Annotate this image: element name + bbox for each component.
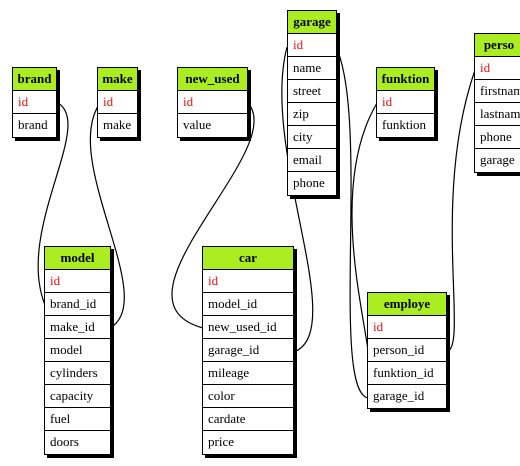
- field-model-doors: doors: [50, 434, 79, 449]
- field-person-lastname: lastnam: [475, 103, 520, 126]
- field-employe-garage-id: garage_id: [373, 388, 425, 403]
- field-model-brand-id: brand_id: [45, 293, 110, 316]
- field-car-garage-id: garage_id: [203, 339, 293, 362]
- field-funktion-id: id: [377, 91, 434, 114]
- field-person-garage: garage: [480, 152, 515, 167]
- field-employe-person-id: person_id: [368, 339, 446, 362]
- field-garage-street: street: [288, 80, 336, 103]
- table-employe: employe id person_id funktion_id garage_…: [367, 292, 447, 409]
- field-car-price: price: [208, 434, 234, 449]
- field-garage-name: name: [288, 57, 336, 80]
- field-car-color: color: [203, 385, 293, 408]
- field-car-model-id: model_id: [203, 293, 293, 316]
- field-model-id: id: [45, 270, 110, 293]
- table-model: model id brand_id make_id model cylinder…: [44, 246, 111, 455]
- field-car-new-used-id: new_used_id: [203, 316, 293, 339]
- field-car-mileage: mileage: [203, 362, 293, 385]
- table-employe-title: employe: [368, 293, 446, 316]
- field-employe-id: id: [368, 316, 446, 339]
- field-new-used-value: value: [183, 117, 212, 132]
- link-garage-employe: [335, 46, 369, 399]
- field-person-firstname: firstnam: [475, 80, 520, 103]
- field-model-model: model: [45, 339, 110, 362]
- field-car-id: id: [203, 270, 293, 293]
- table-garage-title: garage: [288, 11, 336, 34]
- field-make-make: make: [103, 117, 132, 132]
- table-new-used-title: new_used: [178, 68, 247, 91]
- field-garage-city: city: [288, 126, 336, 149]
- field-garage-id: id: [288, 34, 336, 57]
- table-model-title: model: [45, 247, 110, 270]
- table-make: make id make: [97, 67, 138, 138]
- field-garage-email: email: [288, 149, 336, 172]
- link-new-used-car: [171, 102, 255, 329]
- table-make-title: make: [98, 68, 137, 91]
- field-person-phone: phone: [475, 126, 520, 149]
- link-person-employe: [445, 69, 476, 353]
- table-new-used: new_used id value: [177, 67, 248, 138]
- table-person: perso id firstnam lastnam phone garage: [474, 33, 520, 173]
- field-car-cardate: cardate: [203, 408, 293, 431]
- table-car-title: car: [203, 247, 293, 270]
- field-brand-brand: brand: [18, 117, 48, 132]
- field-new-used-id: id: [178, 91, 247, 114]
- table-funktion: funktion id funktion: [376, 67, 435, 138]
- field-garage-zip: zip: [288, 103, 336, 126]
- table-person-title: perso: [475, 34, 520, 57]
- field-model-capacity: capacity: [45, 385, 110, 408]
- field-employe-funktion-id: funktion_id: [368, 362, 446, 385]
- field-garage-phone: phone: [293, 175, 325, 190]
- field-model-cylinders: cylinders: [45, 362, 110, 385]
- table-car: car id model_id new_used_id garage_id mi…: [202, 246, 294, 455]
- field-make-id: id: [98, 91, 137, 114]
- field-model-fuel: fuel: [45, 408, 110, 431]
- table-garage: garage id name street zip city email pho…: [287, 10, 337, 196]
- table-brand: brand id brand: [12, 67, 57, 138]
- field-model-make-id: make_id: [45, 316, 110, 339]
- link-brand-model: [37, 102, 69, 306]
- table-brand-title: brand: [13, 68, 56, 91]
- link-make-model: [89, 102, 125, 329]
- field-funktion-funktion: funktion: [382, 117, 427, 132]
- field-brand-id: id: [13, 91, 56, 114]
- table-funktion-title: funktion: [377, 68, 434, 91]
- field-person-id: id: [475, 57, 520, 80]
- link-garage-car: [281, 46, 314, 353]
